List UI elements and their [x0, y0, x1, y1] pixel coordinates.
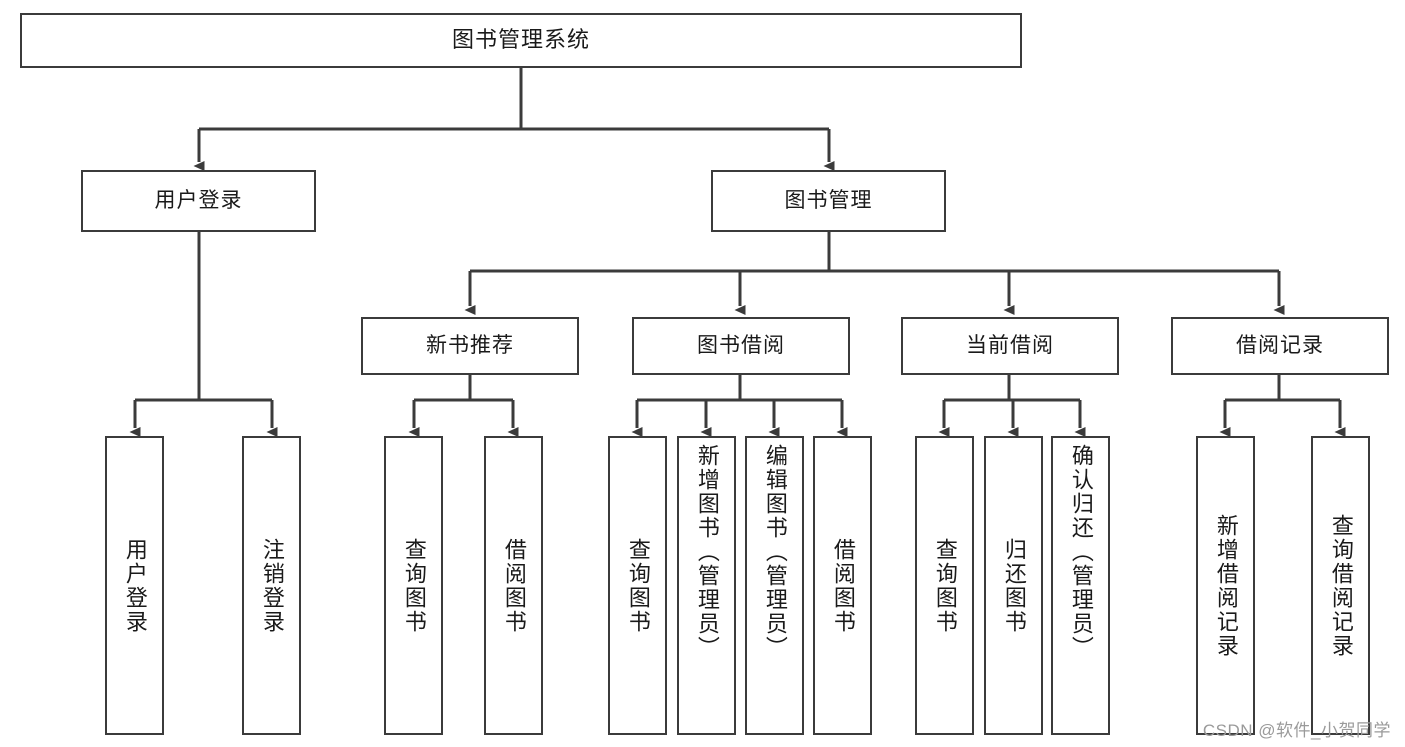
leaf-text-wrap: 编辑图书（管理员） [747, 438, 802, 733]
node-label: 用户登录 [122, 537, 148, 634]
leaf-borrow-borrow-books[interactable]: 借阅图书 [813, 436, 872, 735]
leaf-user-login-login[interactable]: 用户登录 [105, 436, 164, 735]
node-label: 查询图书 [932, 537, 958, 634]
leaf-borrow-edit-book-admin[interactable]: 编辑图书（管理员） [745, 436, 804, 735]
node-label: 新增图书（管理员） [694, 444, 720, 660]
leaf-current-confirm-return-admin[interactable]: 确认归还（管理员） [1051, 436, 1110, 735]
node-label: 用户登录 [154, 189, 243, 213]
leaf-records-query-record[interactable]: 查询借阅记录 [1311, 436, 1370, 735]
leaf-text-wrap: 查询图书 [386, 438, 441, 733]
node-label: 图书管理系统 [451, 27, 590, 53]
node-label: 注销登录 [259, 537, 285, 634]
node-label: 新增借阅记录 [1213, 513, 1239, 658]
leaf-borrow-add-book-admin[interactable]: 新增图书（管理员） [677, 436, 736, 735]
leaf-text-wrap: 查询借阅记录 [1313, 438, 1368, 733]
leaf-current-query-books[interactable]: 查询图书 [915, 436, 974, 735]
leaf-text-wrap: 借阅图书 [486, 438, 541, 733]
node-label: 当前借阅 [966, 334, 1054, 358]
node-label: 编辑图书（管理员） [762, 444, 788, 660]
leaf-text-wrap: 归还图书 [986, 438, 1041, 733]
node-new-book-recommendation[interactable]: 新书推荐 [361, 317, 579, 375]
node-label: 借阅图书 [830, 537, 856, 634]
node-book-management[interactable]: 图书管理 [711, 170, 946, 232]
leaf-new-book-query-books[interactable]: 查询图书 [384, 436, 443, 735]
node-label: 归还图书 [1001, 537, 1027, 634]
leaf-records-add-record[interactable]: 新增借阅记录 [1196, 436, 1255, 735]
node-root-book-management-system[interactable]: 图书管理系统 [20, 13, 1022, 68]
node-label: 借阅图书 [501, 537, 527, 634]
node-current-borrowing[interactable]: 当前借阅 [901, 317, 1119, 375]
leaf-new-book-borrow-books[interactable]: 借阅图书 [484, 436, 543, 735]
node-label: 借阅记录 [1236, 334, 1324, 358]
node-label: 图书借阅 [697, 334, 785, 358]
leaf-borrow-query-books[interactable]: 查询图书 [608, 436, 667, 735]
leaf-text-wrap: 新增图书（管理员） [679, 438, 734, 733]
leaf-text-wrap: 查询图书 [917, 438, 972, 733]
leaf-text-wrap: 用户登录 [107, 438, 162, 733]
leaf-text-wrap: 借阅图书 [815, 438, 870, 733]
leaf-text-wrap: 确认归还（管理员） [1053, 438, 1108, 733]
node-label: 新书推荐 [426, 334, 514, 358]
leaf-user-login-logout[interactable]: 注销登录 [242, 436, 301, 735]
leaf-current-return-books[interactable]: 归还图书 [984, 436, 1043, 735]
node-label: 图书管理 [784, 189, 873, 213]
leaf-text-wrap: 新增借阅记录 [1198, 438, 1253, 733]
leaf-text-wrap: 查询图书 [610, 438, 665, 733]
node-book-borrowing[interactable]: 图书借阅 [632, 317, 850, 375]
node-label: 查询图书 [401, 537, 427, 634]
node-label: 查询图书 [625, 537, 651, 634]
csdn-watermark: CSDN @软件_小贺同学 [1202, 721, 1391, 740]
node-label: 确认归还（管理员） [1068, 444, 1094, 660]
node-borrowing-records[interactable]: 借阅记录 [1171, 317, 1389, 375]
leaf-text-wrap: 注销登录 [244, 438, 299, 733]
node-user-login[interactable]: 用户登录 [81, 170, 316, 232]
node-label: 查询借阅记录 [1328, 513, 1354, 658]
